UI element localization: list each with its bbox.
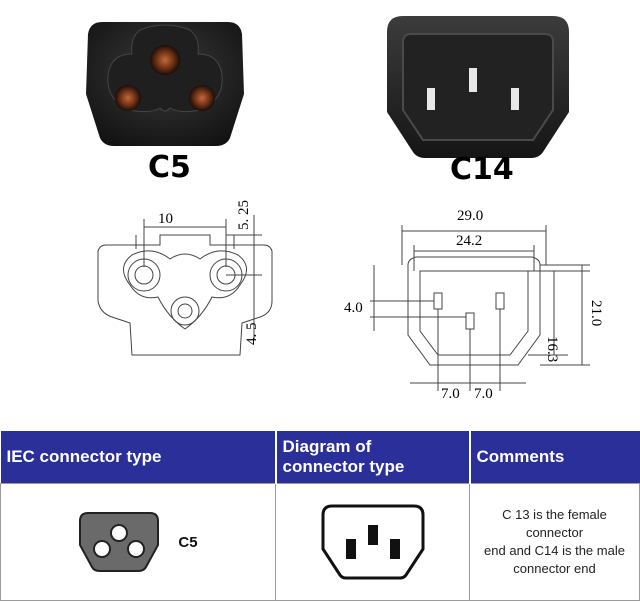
- c5-dim-bottom: 4. 5: [244, 322, 260, 346]
- c14-connector-diagram-icon: [321, 504, 424, 580]
- cell-connector-type: C5: [0, 483, 276, 601]
- cell-comments: C 13 is the female connector end and C14…: [469, 483, 640, 601]
- c14-connector-photo: [387, 16, 569, 158]
- header-comments: Comments: [469, 431, 640, 484]
- comment-line-2: end and C14 is the male: [484, 543, 625, 558]
- header-label-line-2: connector type: [282, 457, 405, 476]
- c14-dim-inner-height: 16.3: [544, 336, 560, 363]
- c14-dim-pin-spacing-left: 7.0: [441, 386, 460, 402]
- cell-connector-diagram: [275, 483, 470, 601]
- c5-dim-top: 5. 25: [236, 200, 252, 230]
- header-iec-connector-type: IEC connector type: [0, 431, 277, 484]
- c5-connector-photo: [86, 22, 244, 146]
- header-label-line-1: Diagram of: [282, 437, 372, 456]
- c14-photo-label: C14: [450, 152, 514, 187]
- comment-line-3: connector end: [513, 561, 596, 576]
- c5-photo-label: C5: [148, 150, 191, 185]
- header-diagram-of-connector-type: Diagram of connector type: [275, 431, 471, 484]
- c14-dim-pin-spacing-right: 7.0: [474, 386, 493, 402]
- c14-dimension-drawing: [370, 225, 590, 391]
- c14-dim-inner-width: 24.2: [456, 233, 483, 249]
- header-label: IEC connector type: [6, 447, 162, 466]
- c5-dimension-drawing: [97, 215, 273, 356]
- c14-dim-outer-height: 21.0: [588, 300, 604, 327]
- comment-line-1: C 13 is the female connector: [502, 507, 607, 540]
- table-header-row: IEC connector type Diagram of connector …: [0, 431, 640, 484]
- c5-dim-width: 10: [158, 211, 173, 227]
- c5-connector-icon: [79, 512, 160, 572]
- iec-connector-table: IEC connector type Diagram of connector …: [0, 431, 640, 601]
- connector-type-label: C5: [178, 533, 198, 551]
- table-row: C5 C 13 is the female: [0, 483, 640, 601]
- c14-dim-pin-offset: 4.0: [344, 300, 363, 316]
- header-label: Comments: [476, 447, 565, 466]
- c14-dim-outer-width: 29.0: [457, 208, 484, 224]
